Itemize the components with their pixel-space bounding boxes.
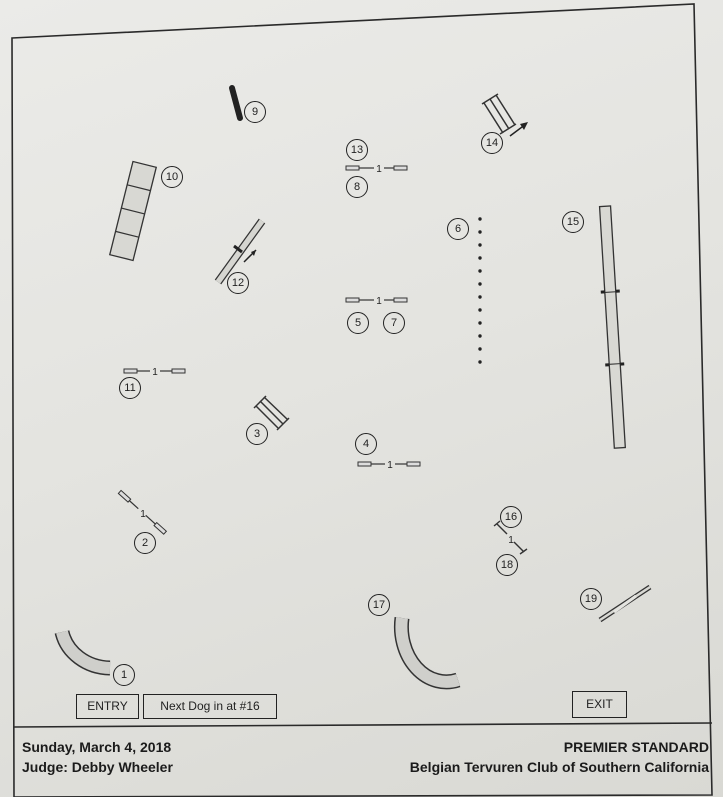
obstacle-number-3: 3	[246, 423, 268, 445]
obstacle-number-8: 8	[346, 176, 368, 198]
tunnel-17-inner	[395, 617, 460, 688]
entry-box: ENTRY	[76, 694, 139, 719]
obstacle-number-7: 7	[383, 312, 405, 334]
weave-poles-6	[478, 217, 482, 364]
jump-16-18	[493, 520, 528, 555]
trial-date: Sunday, March 4, 2018	[22, 739, 172, 755]
footer-divider	[13, 722, 713, 728]
box-obstacle-10	[108, 160, 158, 262]
footer-right: PREMIER STANDARD Belgian Tervuren Club o…	[410, 737, 709, 777]
footer-left: Sunday, March 4, 2018 Judge: Debby Wheel…	[22, 737, 173, 777]
next-dog-label: Next Dog in at #16	[160, 699, 260, 713]
obstacle-number-13: 13	[346, 139, 368, 161]
tire-9	[229, 85, 243, 121]
obstacle-number-19: 19	[580, 588, 602, 610]
jump-label-11: 1	[152, 367, 158, 378]
jump-label-4: 1	[387, 460, 393, 471]
obstacle-number-9: 9	[244, 101, 266, 123]
jump-5-7	[345, 297, 408, 303]
jump-label-5-7: 1	[376, 296, 382, 307]
obstacle-number-4: 4	[355, 433, 377, 455]
jump-label-13-8: 1	[376, 164, 382, 175]
spread-jump-3	[253, 395, 290, 431]
jump-2	[117, 489, 168, 535]
obstacle-number-14: 14	[481, 132, 503, 154]
obstacle-number-5: 5	[347, 312, 369, 334]
obstacle-number-10: 10	[161, 166, 183, 188]
obstacle-number-11: 11	[119, 377, 141, 399]
tunnel-1-inner	[56, 630, 111, 674]
spread-jump-14	[481, 93, 528, 137]
jump-4	[357, 461, 421, 467]
obstacle-number-17: 17	[368, 594, 390, 616]
jump-19	[598, 584, 652, 623]
judge-name: Judge: Debby Wheeler	[22, 759, 173, 775]
club-name: Belgian Tervuren Club of Southern Califo…	[409, 759, 709, 775]
obstacle-number-15: 15	[562, 211, 584, 233]
jump-label-16-18: 1	[508, 535, 514, 546]
dog-walk-15	[598, 205, 627, 449]
course-type: PREMIER STANDARD	[563, 739, 709, 755]
jump-13-8	[345, 165, 408, 171]
obstacle-number-1: 1	[113, 664, 135, 686]
obstacle-number-16: 16	[500, 506, 522, 528]
entry-label: ENTRY	[87, 699, 128, 713]
obstacle-number-6: 6	[447, 218, 469, 240]
exit-label: EXIT	[586, 697, 613, 711]
obstacle-number-18: 18	[496, 554, 518, 576]
obstacle-number-2: 2	[134, 532, 156, 554]
next-dog-box: Next Dog in at #16	[143, 694, 277, 719]
teeter-12	[214, 218, 266, 285]
obstacle-number-12: 12	[227, 272, 249, 294]
jump-label-2: 1	[140, 509, 146, 520]
course-border	[11, 3, 713, 797]
exit-box: EXIT	[572, 691, 627, 718]
jump-11	[123, 368, 186, 374]
